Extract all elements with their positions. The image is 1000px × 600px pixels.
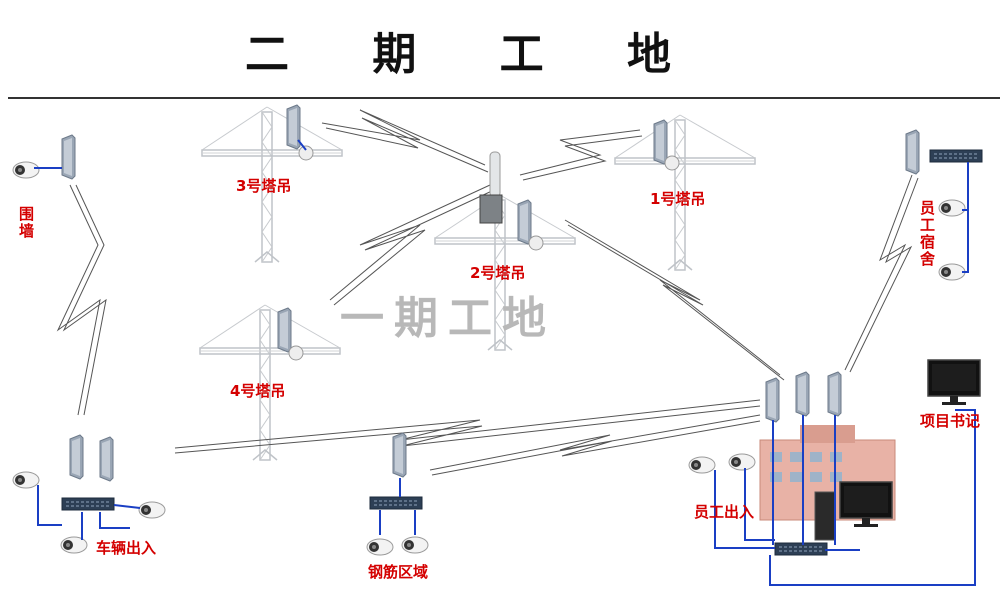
office-radio-cluster	[765, 371, 842, 423]
wireless-link-vehicle-gate	[174, 399, 761, 454]
label-vehicle-gate: 车辆出入	[96, 539, 157, 557]
crane2-radio	[479, 151, 544, 251]
label-crane-2: 2号塔吊	[470, 264, 526, 282]
crane1-radio	[653, 119, 680, 171]
wireless-link-wall	[56, 184, 107, 416]
label-crane-4: 4号塔吊	[230, 382, 286, 400]
crane3-radio	[286, 104, 314, 161]
title-divider	[8, 97, 1000, 99]
crane4-radio	[277, 307, 304, 361]
label-rebar-area: 钢筋区域	[368, 563, 429, 581]
wireless-link-crane2-office	[564, 219, 785, 381]
rebar-area-node	[366, 432, 429, 556]
wireless-link-dormitory	[844, 174, 919, 373]
label-dormitory: 员工宿舍	[918, 200, 936, 268]
project-office-pc	[927, 359, 981, 406]
dormitory-node	[905, 129, 983, 281]
office-switch	[774, 542, 828, 556]
wireless-link-crane2-crane4	[329, 184, 495, 306]
label-wall: 围墙	[17, 206, 35, 240]
wall-node	[12, 134, 76, 180]
label-project-office: 项目书记	[920, 412, 981, 430]
watermark: 一期工地	[340, 293, 556, 344]
wireless-link-crane3-crane2	[321, 109, 489, 173]
label-crane-3: 3号塔吊	[236, 177, 292, 195]
vehicle-gate-node	[12, 434, 166, 554]
label-crane-1: 1号塔吊	[650, 190, 706, 208]
wireless-link-rebar	[429, 414, 761, 476]
office-cabling	[714, 409, 976, 586]
label-staff-gate: 员工出入	[694, 503, 755, 521]
wireless-link-crane1-crane2	[519, 129, 643, 181]
diagram-title: 二 期 工 地	[245, 29, 705, 80]
